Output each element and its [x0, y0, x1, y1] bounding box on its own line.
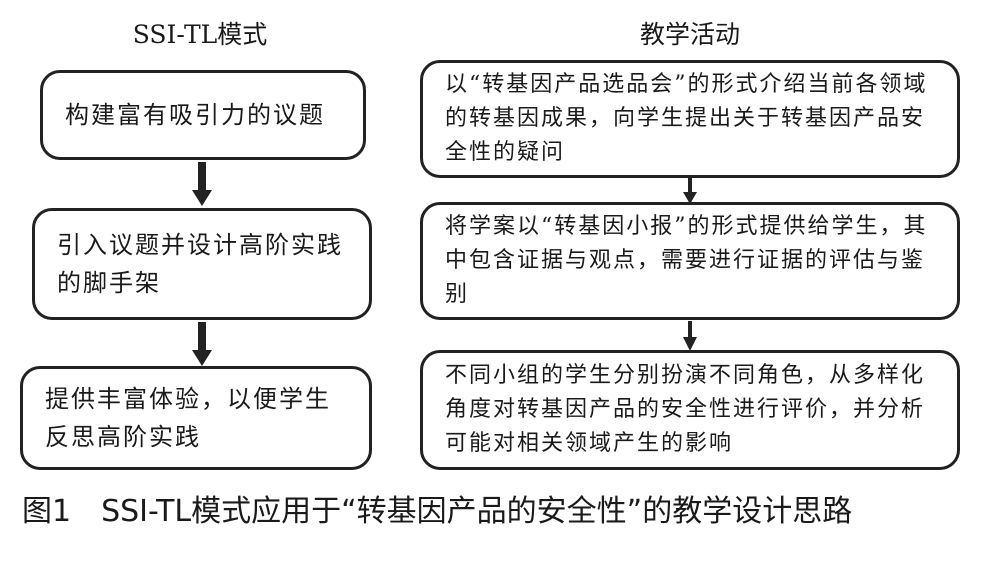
right-step-2-box: 将学案以“转基因小报”的形式提供给学生，其中包含证据与观点，需要进行证据的评估与…: [420, 202, 960, 320]
right-step-1-text: 以“转基因产品选品会”的形式介绍当前各领域的转基因成果，向学生提出关于转基因产品…: [445, 72, 928, 165]
down-arrow-icon: [192, 322, 212, 366]
right-step-1-box: 以“转基因产品选品会”的形式介绍当前各领域的转基因成果，向学生提出关于转基因产品…: [420, 60, 960, 178]
left-column-heading: SSI-TL模式: [132, 20, 268, 49]
right-column-heading: 教学活动: [639, 20, 740, 49]
down-arrow-icon: [683, 178, 697, 204]
left-step-1-box: 构建富有吸引力的议题: [40, 70, 366, 160]
down-arrow-icon: [192, 162, 212, 206]
down-arrow-icon: [683, 321, 697, 351]
figure-caption: 图1 SSI-TL模式应用于“转基因产品的安全性”的教学设计思路: [22, 494, 853, 529]
left-step-2-text: 引入议题并设计高阶实践的脚手架: [57, 231, 343, 297]
left-step-2-box: 引入议题并设计高阶实践的脚手架: [32, 208, 372, 320]
left-step-1-text: 构建富有吸引力的议题: [65, 101, 325, 129]
left-step-3-text: 提供丰富体验，以便学生反思高阶实践: [45, 385, 331, 451]
right-step-3-text: 不同小组的学生分别扮演不同角色，从多样化角度对转基因产品的安全性进行评价，并分析…: [445, 363, 926, 456]
left-step-3-box: 提供丰富体验，以便学生反思高阶实践: [20, 366, 372, 470]
right-step-3-box: 不同小组的学生分别扮演不同角色，从多样化角度对转基因产品的安全性进行评价，并分析…: [420, 350, 960, 470]
right-step-2-text: 将学案以“转基因小报”的形式提供给学生，其中包含证据与观点，需要进行证据的评估与…: [445, 214, 928, 307]
